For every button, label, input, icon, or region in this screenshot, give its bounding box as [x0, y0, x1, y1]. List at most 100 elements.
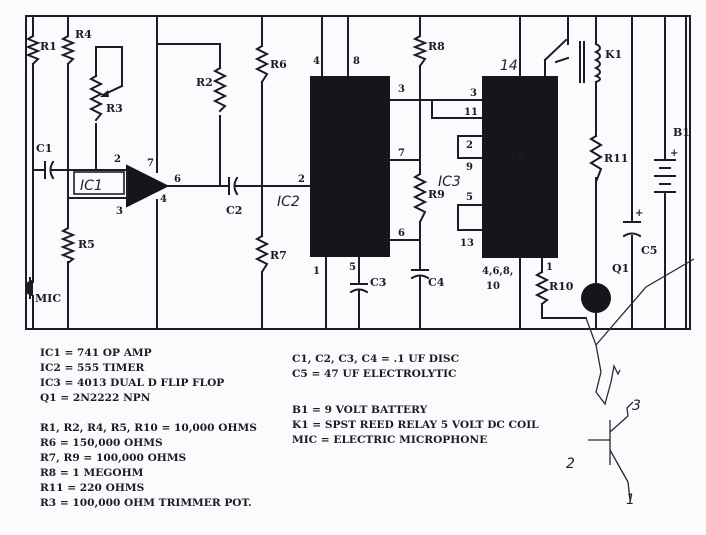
legend-col2b-line-1: B1 = 9 VOLT BATTERY [292, 404, 428, 416]
ic-labels: IC1 IC2 IC3 [73, 171, 461, 210]
capacitors: + [44, 160, 643, 294]
wiring [32, 16, 687, 329]
legend-col1-line-2: IC2 = 555 TIMER [40, 362, 144, 374]
resistor-r2 [212, 66, 228, 113]
legend-col2b-line-2: K1 = SPST REED RELAY 5 VOLT DC COIL [292, 419, 539, 431]
label-r4: R4 [75, 28, 92, 41]
legend-col1-line-3: IC3 = 4013 DUAL D FLIP FLOP [40, 377, 224, 389]
pin-ic2-7: 7 [398, 148, 405, 159]
capacitor-c2 [228, 176, 239, 196]
legend-col1-line-9: R8 = 1 MEGOHM [40, 467, 144, 479]
pin-ic2-1: 1 [313, 266, 320, 277]
pinout-label-3: 3 [632, 398, 641, 414]
capacitor-c1 [44, 160, 55, 180]
legend-col1-line-4: Q1 = 2N2222 NPN [40, 392, 151, 404]
pin-ic3-11: 11 [464, 107, 478, 118]
label-ic2: IC2 [277, 194, 300, 210]
legend-col1-line-11: R3 = 100,000 OHM TRIMMER POT. [40, 497, 252, 509]
pin-numbers: 2 3 7 6 4 4 8 3 2 7 6 1 5 14 3 11 2 9 12… [114, 56, 553, 292]
capacitor-c5: + [622, 208, 643, 238]
resistors [25, 34, 603, 306]
pin-ic2-5: 5 [349, 262, 356, 273]
svg-text:+: + [635, 208, 643, 219]
pin-ic3-14: 14 [500, 58, 518, 74]
parts-legend: IC1 = 741 OP AMP IC2 = 555 TIMER IC3 = 4… [40, 347, 539, 509]
label-ic3: IC3 [438, 174, 461, 190]
label-r5: R5 [78, 238, 95, 251]
pin-ic1-3: 3 [116, 206, 123, 217]
label-c5: C5 [641, 244, 657, 257]
trimmer-wiper-arrow [100, 84, 124, 97]
pin-ic1-6: 6 [174, 174, 181, 185]
pin-ic1-2: 2 [114, 154, 121, 165]
capacitor-c4 [410, 269, 430, 280]
label-mic: MIC [35, 292, 61, 305]
label-r11: R11 [604, 152, 628, 165]
pin-ic3-2: 2 [466, 140, 473, 151]
pin-ic2-2: 2 [298, 174, 305, 185]
legend-col2a-line-1: C1, C2, C3, C4 = .1 UF DISC [292, 353, 459, 365]
label-r7: R7 [270, 249, 287, 262]
resistor-r6 [254, 44, 270, 84]
pin-ic2-4: 4 [313, 56, 320, 67]
label-r8: R8 [428, 40, 445, 53]
svg-text:+: + [670, 148, 678, 159]
pin-ic3-ground-2: 10 [486, 281, 500, 292]
legend-col1-line-7: R6 = 150,000 OHMS [40, 437, 163, 449]
legend-col1-line-6: R1, R2, R4, R5, R10 = 10,000 OHMS [40, 422, 257, 434]
label-k1: K1 [605, 48, 622, 61]
resistor-r10 [534, 270, 550, 306]
legend-col1-line-1: IC1 = 741 OP AMP [40, 347, 152, 359]
pinout-label-2: 2 [566, 456, 575, 472]
label-ic1: IC1 [80, 178, 103, 194]
label-c4: C4 [428, 276, 445, 289]
battery-b1: + [654, 148, 678, 193]
legend-col1-line-10: R11 = 220 OHMS [40, 482, 145, 494]
label-r9: R9 [428, 188, 445, 201]
handwritten-transistor-pinout: 3 2 1 [566, 258, 695, 508]
pin-ic3-ground-1: 4,6,8, [482, 266, 513, 277]
pin-ic2-3: 3 [398, 84, 405, 95]
resistor-r4 [60, 34, 76, 66]
label-r1: R1 [40, 40, 57, 53]
pin-ic1-7: 7 [147, 158, 154, 169]
relay-contact [543, 38, 568, 62]
label-r2: R2 [196, 76, 213, 89]
microphone [25, 277, 33, 299]
pinout-label-1: 1 [626, 492, 635, 508]
label-c3: C3 [370, 276, 386, 289]
pin-ic3-12: 12 [510, 152, 524, 163]
legend-col2b-line-3: MIC = ELECTRIC MICROPHONE [292, 434, 487, 446]
label-b1: B1 [673, 126, 690, 139]
pin-ic3-3: 3 [470, 88, 477, 99]
transistor-q1 [581, 283, 611, 313]
pin-ic3-5: 5 [466, 192, 473, 203]
label-c1: C1 [36, 142, 52, 155]
legend-col2a-line-2: C5 = 47 UF ELECTROLYTIC [292, 368, 456, 380]
ic3-4013-body [482, 76, 558, 258]
resistor-r3 [88, 74, 104, 122]
label-r10: R10 [549, 280, 574, 293]
capacitor-c3 [349, 283, 369, 294]
label-q1: Q1 [612, 262, 629, 275]
pin-ic3-9: 9 [466, 162, 473, 173]
component-labels: R1 R4 R3 R2 R5 R6 R7 R8 R9 R10 R11 C1 C2… [35, 28, 690, 305]
resistor-r11 [589, 134, 603, 184]
ic2-555-body [310, 76, 390, 257]
label-r3: R3 [106, 102, 123, 115]
resistor-r1 [25, 34, 41, 66]
pin-ic2-6: 6 [398, 228, 405, 239]
pin-ic1-4: 4 [160, 194, 167, 205]
resistor-r9 [412, 172, 428, 224]
op-amp-ic1 [126, 164, 170, 208]
relay-coil [593, 42, 601, 84]
resistor-r8 [412, 34, 428, 68]
resistor-r7 [254, 234, 270, 274]
label-r6: R6 [270, 58, 287, 71]
pin-ic2-8: 8 [353, 56, 360, 67]
pin-ic3-13: 13 [460, 238, 474, 249]
label-c2: C2 [226, 204, 242, 217]
relay-k1 [543, 38, 601, 84]
